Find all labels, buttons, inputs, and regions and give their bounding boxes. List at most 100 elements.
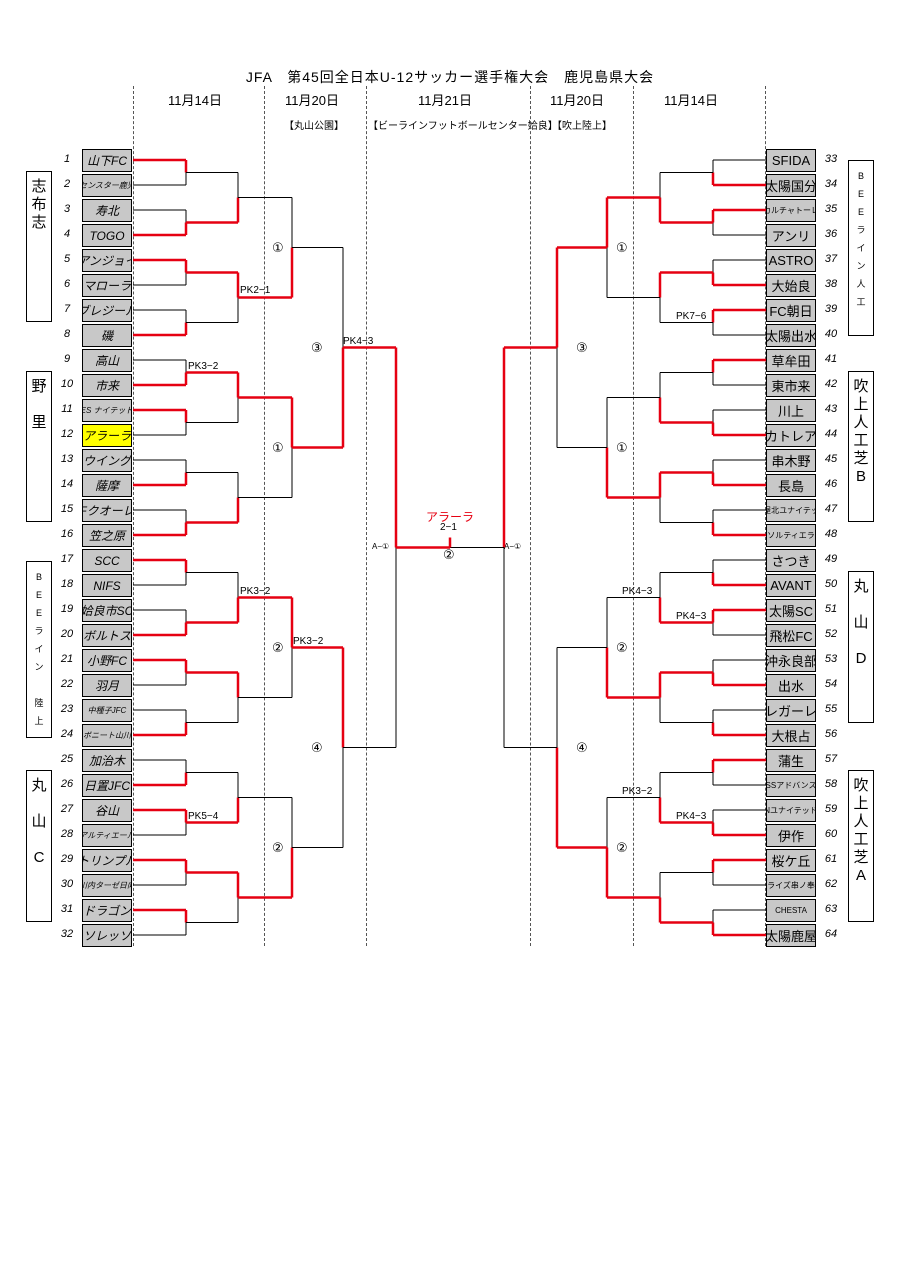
seed-number: 64 (824, 928, 838, 940)
seed-number: 63 (824, 903, 838, 915)
seed-number: 28 (60, 828, 74, 840)
final-score: 2−1 (440, 522, 457, 533)
team-box: 磯 (82, 324, 132, 347)
date-round1-left: 11月14日 (168, 93, 222, 108)
group-label-left-1: 志布志 (26, 171, 52, 322)
team-box: 川上 (766, 399, 816, 422)
seed-number: 36 (824, 228, 838, 240)
seed-number: 62 (824, 878, 838, 890)
seed-number: 30 (60, 878, 74, 890)
match-marker: ① (272, 240, 284, 255)
seed-number: 10 (60, 378, 74, 390)
team-box: ソレッソ (82, 924, 132, 947)
seed-number: 26 (60, 778, 74, 790)
match-marker: ② (616, 840, 628, 855)
team-box: Fクオーレ (82, 499, 132, 522)
seed-number: 14 (60, 478, 74, 490)
team-box: 鹿屋北ユナイテッド (766, 499, 816, 522)
team-box: アンリ (766, 224, 816, 247)
team-box: マローラ (82, 274, 132, 297)
seed-number: 17 (60, 553, 74, 565)
divider (765, 86, 766, 946)
team-box: 川内ターゼ日向 (82, 874, 132, 897)
seed-number: 42 (824, 378, 838, 390)
seed-number: 48 (824, 528, 838, 540)
champion-name: アラーラ (426, 510, 475, 524)
team-box: 桜ケ丘 (766, 849, 816, 872)
seed-number: 20 (60, 628, 74, 640)
seed-number: 6 (63, 278, 71, 290)
team-box: 小野FC (82, 649, 132, 672)
seed-number: 40 (824, 328, 838, 340)
seed-number: 8 (63, 328, 71, 340)
match-marker: ④ (311, 740, 323, 755)
final-right-tag: A−① (504, 542, 522, 551)
team-box: Nユナイテッド (766, 799, 816, 822)
seed-number: 24 (60, 728, 74, 740)
seed-number: 5 (63, 253, 71, 265)
team-box: 東市来 (766, 374, 816, 397)
seed-number: 35 (824, 203, 838, 215)
group-label-left-4: 丸 山 C (26, 770, 52, 922)
seed-number: 49 (824, 553, 838, 565)
pk-label: PK4−3 (343, 336, 374, 347)
pk-label: PK3−2 (188, 361, 219, 372)
seed-number: 33 (824, 153, 838, 165)
team-box: さつき (766, 549, 816, 572)
seed-number: 51 (824, 603, 838, 615)
pk-label: PK4−3 (676, 611, 707, 622)
seed-number: 31 (60, 903, 74, 915)
match-marker: ① (272, 440, 284, 455)
match-marker: ③ (311, 340, 323, 355)
seed-number: 38 (824, 278, 838, 290)
seed-number: 21 (60, 653, 74, 665)
team-box: カトレア (766, 424, 816, 447)
team-box: 笠之原 (82, 524, 132, 547)
team-box: ウイング (82, 449, 132, 472)
date-round2-right: 11月20日 (550, 93, 604, 108)
pk-label: PK7−6 (676, 311, 707, 322)
seed-number: 23 (60, 703, 74, 715)
seed-number: 59 (824, 803, 838, 815)
seed-number: 53 (824, 653, 838, 665)
pk-label: PK5−4 (188, 811, 219, 822)
seed-number: 2 (63, 178, 71, 190)
seed-number: 54 (824, 678, 838, 690)
team-box: 蒲生 (766, 749, 816, 772)
final-left-tag: A−① (372, 542, 390, 551)
team-box: 沖永良部 (766, 649, 816, 672)
date-final: 11月21日 (418, 93, 472, 108)
team-box: 山下FC (82, 149, 132, 172)
team-box: センスター鹿児 (82, 174, 132, 197)
match-marker: ④ (576, 740, 588, 755)
venue-left: 【丸山公園】 (284, 121, 344, 132)
pk-label: PK3−2 (622, 786, 653, 797)
final-marker: ② (443, 547, 455, 562)
team-box: 長島 (766, 474, 816, 497)
venue-center: 【ビーラインフットボールセンター姶良】 (368, 121, 558, 132)
team-box: ドラゴン (82, 899, 132, 922)
seed-number: 12 (60, 428, 74, 440)
match-marker: ③ (576, 340, 588, 355)
divider (133, 86, 134, 946)
seed-number: 57 (824, 753, 838, 765)
team-box: アンジョイ (82, 249, 132, 272)
team-box: SSアドバンス (766, 774, 816, 797)
team-box: 出水 (766, 674, 816, 697)
team-box: ブレジール (82, 299, 132, 322)
team-box: 飛松FC (766, 624, 816, 647)
team-box: 太陽出水 (766, 324, 816, 347)
team-box: TOGO (82, 224, 132, 247)
team-box: レガーレ (766, 699, 816, 722)
seed-number: 18 (60, 578, 74, 590)
team-box: 太陽鹿屋 (766, 924, 816, 947)
team-box: SFIDA (766, 149, 816, 172)
team-box: 太陽国分 (766, 174, 816, 197)
seed-number: 41 (824, 353, 838, 365)
seed-number: 7 (63, 303, 71, 315)
team-box: ボニート山川 (82, 724, 132, 747)
seed-number: 32 (60, 928, 74, 940)
group-label-left-2: 野 里 (26, 371, 52, 522)
page-title: JFA 第45回全日本U-12サッカー選手権大会 鹿児島県大会 (245, 69, 655, 85)
